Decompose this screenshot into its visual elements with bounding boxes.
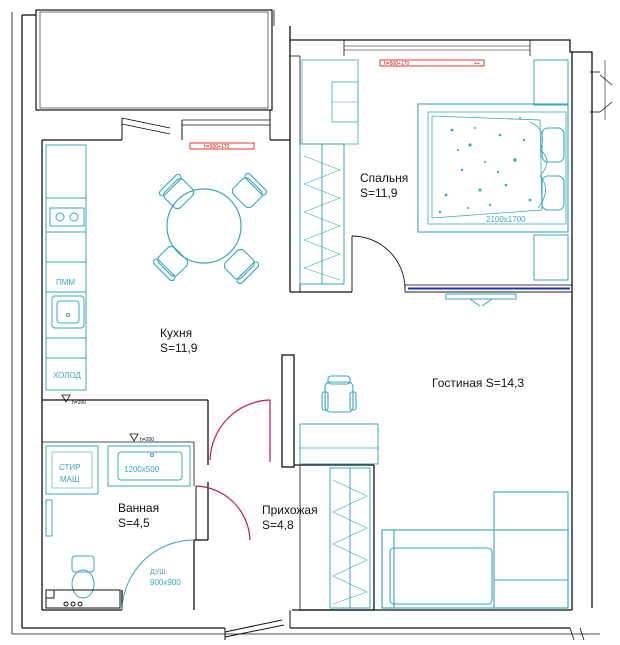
bedroom-walls <box>289 40 572 293</box>
bedroom-area: S=11,9 <box>360 186 398 200</box>
living-name: Гостиная S=14,3 <box>432 376 524 390</box>
desk-chair <box>321 375 357 413</box>
tv <box>445 293 517 307</box>
radiator-bedroom-label: h=500+170 <box>384 61 410 67</box>
hallway-walls <box>281 354 375 611</box>
kitchen-area: S=11,9 <box>160 341 198 355</box>
fridge-label: ХОЛОД <box>53 371 82 380</box>
bed <box>417 103 569 233</box>
radiator-kitchen: h=500+170 <box>189 142 255 150</box>
height-mark-bath-label: h=200 <box>140 437 154 443</box>
washer-label-2: МАШ <box>60 475 79 484</box>
height-mark-kitchen: h=200 <box>61 394 86 406</box>
dining-chairs <box>152 172 268 285</box>
nightstands <box>533 59 569 281</box>
hallway-wardrobe <box>329 467 371 609</box>
bathtub <box>107 445 191 487</box>
height-mark-bath: h=200 <box>129 433 154 443</box>
bath-cabinet <box>45 589 121 609</box>
bathroom-area: S=4,5 <box>118 516 150 530</box>
bedroom-glass-partition <box>404 284 573 293</box>
bedroom-wardrobe <box>299 59 359 285</box>
dining-table <box>166 188 242 264</box>
shower <box>121 539 195 611</box>
bathroom-name: Ванная <box>118 501 159 515</box>
radiator-bedroom: h=500+170 ++ <box>379 59 485 67</box>
sofa <box>381 491 569 609</box>
radiator-bedroom-mark: ++ <box>474 61 480 67</box>
bath-shelf <box>45 499 53 537</box>
bedroom-door <box>351 235 406 292</box>
entrance-door <box>224 610 291 640</box>
bed-size-label: 2100х1700 <box>486 215 526 224</box>
hallway-name: Прихожая <box>262 503 318 517</box>
hallway-doors <box>195 399 271 541</box>
balcony <box>35 9 273 140</box>
desk <box>299 423 379 465</box>
height-mark-kitchen-label: h=200 <box>72 400 86 406</box>
washing-machine <box>45 445 99 495</box>
bathtub-size-label: 1200х500 <box>124 465 160 474</box>
shower-size-label: 900х900 <box>150 578 181 587</box>
bedroom-name: Спальня <box>360 171 408 185</box>
walls <box>11 9 613 641</box>
radiator-kitchen-label: h=500+170 <box>204 144 230 150</box>
shower-label: ДУШ <box>150 569 166 576</box>
kitchen-counter <box>45 144 87 391</box>
cooktop <box>49 207 85 227</box>
kitchen-sink <box>51 295 85 329</box>
kitchen-name: Кухня <box>160 326 192 340</box>
dishwasher-label: ПММ <box>56 278 75 287</box>
hallway-area: S=4,8 <box>262 518 294 532</box>
washer-label-1: СТИР <box>59 463 80 472</box>
toilet <box>71 555 95 599</box>
